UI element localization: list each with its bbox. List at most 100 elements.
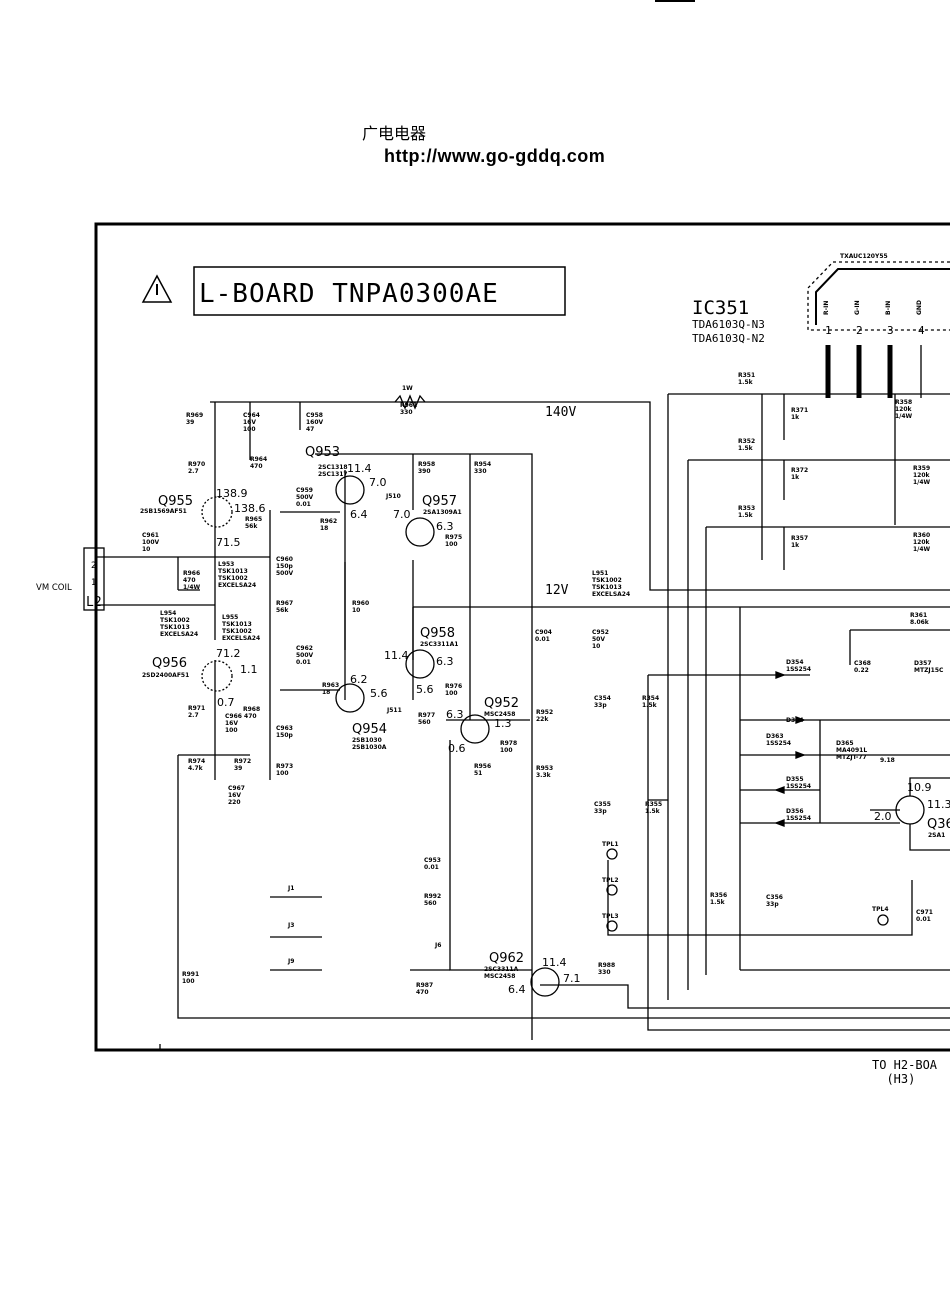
ic351-pin-num: 3	[887, 324, 894, 337]
q955-ref: Q955	[158, 494, 193, 509]
q957-voltage: 6.3	[436, 520, 454, 533]
ic351-pin-label: G-IN	[854, 300, 861, 315]
ic351-part2: TDA6103Q-N2	[692, 332, 765, 345]
q953-voltage: 6.4	[350, 508, 368, 521]
q36x-voltage: 2.0	[874, 810, 892, 823]
q953-voltage: 11.4	[347, 462, 372, 475]
connector-label: VM COIL	[36, 583, 72, 593]
q952-ref: Q952	[484, 696, 519, 711]
q956-ref: Q956	[152, 656, 187, 671]
ic351-pin-num: 2	[856, 324, 863, 337]
label-r968: R968	[243, 706, 260, 713]
rail-140v-label: 140V	[545, 405, 576, 420]
q36x-voltage: 11.3	[927, 798, 950, 811]
label-j3: J3	[287, 922, 294, 929]
q952-voltage: 0.6	[448, 742, 466, 755]
label-j6: J6	[434, 942, 441, 949]
ic351-pin-label: GND	[916, 300, 923, 315]
q953-voltage: 7.0	[369, 476, 387, 489]
q952-voltage: 6.3	[446, 708, 464, 721]
label-tpl2: TPL2	[602, 877, 619, 884]
q956-voltage: 1.1	[240, 663, 258, 676]
q962-voltage: 7.1	[563, 972, 581, 985]
ic351-pin-label: R-IN	[823, 301, 830, 315]
q957-ref: Q957	[422, 494, 457, 509]
q958-voltage: 5.6	[416, 683, 434, 696]
ic351-module: TXAUC120Y55	[840, 253, 888, 260]
top-edge-mark	[655, 0, 695, 2]
offpage-line1: TO H2-BOA	[872, 1058, 938, 1072]
board-border	[94, 222, 950, 1052]
q962-voltage: 11.4	[542, 956, 567, 969]
q958-voltage: 6.3	[436, 655, 454, 668]
label-d364: D364	[786, 717, 804, 724]
q954-voltage: 6.2	[350, 673, 368, 686]
label-v918: 9.18	[880, 757, 895, 764]
rail-12v-label: 12V	[545, 583, 569, 598]
ic351-part1: TDA6103Q-N3	[692, 318, 765, 331]
q956-voltage: 71.2	[216, 647, 241, 660]
site-url: http://www.go-gddq.com	[384, 146, 606, 166]
offpage-line2: (H3)	[886, 1072, 916, 1086]
q36x-voltage: 10.9	[907, 781, 932, 794]
ic351-pin-num: 1	[825, 324, 832, 337]
label-tpl4: TPL4	[872, 906, 889, 913]
q36x-ref: Q36	[927, 817, 950, 832]
q958-part: 2SC3311A1	[420, 641, 458, 648]
q955-voltage: 138.6	[234, 502, 266, 515]
q955-voltage: 71.5	[216, 536, 241, 549]
connector-ref: L2	[86, 595, 102, 610]
q952-part: MSC2458	[484, 711, 515, 718]
ic351-pin-num: 4	[918, 324, 925, 337]
label-j510: J510	[385, 493, 401, 500]
q957-part: 2SA1309A1	[423, 509, 462, 516]
label-j9: J9	[287, 958, 294, 965]
offpage-connector-label: TO H2-BOA (H3)	[872, 1058, 937, 1086]
